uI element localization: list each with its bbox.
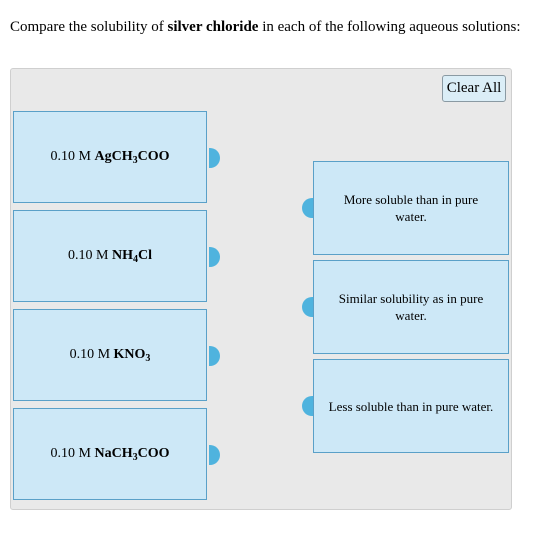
item-potassium-nitrate[interactable]: 0.10 M KNO3 (13, 309, 207, 401)
target-label: More soluble than in pure water. (343, 192, 479, 224)
formula-part: NaCH (94, 446, 133, 461)
formula-subscript: 3 (132, 452, 138, 463)
target-more-soluble[interactable]: More soluble than in pure water. (313, 161, 509, 255)
item-formula: AgCH3COO (94, 149, 170, 166)
item-ammonium-chloride[interactable]: 0.10 M NH4Cl (13, 210, 207, 302)
formula-part: COO (137, 446, 170, 461)
target-label: Less soluble than in pure water. (328, 398, 494, 414)
item-concentration: 0.10 M (50, 446, 95, 461)
question-text: Compare the solubility of silver chlorid… (10, 17, 521, 37)
question-prefix: Compare the solubility of (10, 19, 168, 35)
item-sodium-acetate[interactable]: 0.10 M NaCH3COO (13, 408, 207, 500)
formula-part: KNO (113, 347, 146, 362)
formula-part: Cl (137, 248, 152, 263)
target-similar-solubility[interactable]: Similar solubility as in pure water. (313, 260, 509, 354)
item-label: 0.10 M AgCH3COO (50, 149, 170, 166)
item-formula: NH4Cl (111, 248, 152, 265)
target-label: Similar solubility as in pure water. (338, 291, 484, 323)
target-less-soluble[interactable]: Less soluble than in pure water. (313, 359, 509, 453)
item-connector-dot[interactable] (209, 148, 220, 168)
target-connector-dot[interactable] (302, 198, 313, 218)
question-emphasis: silver chloride (167, 19, 259, 35)
item-connector-dot[interactable] (209, 445, 220, 465)
item-silver-acetate[interactable]: 0.10 M AgCH3COO (13, 111, 207, 203)
item-concentration: 0.10 M (50, 149, 95, 164)
target-connector-dot[interactable] (302, 297, 313, 317)
question-suffix: in each of the following aqueous solutio… (258, 19, 521, 35)
item-concentration: 0.10 M (69, 347, 114, 362)
item-label: 0.10 M NaCH3COO (50, 446, 170, 463)
item-formula: NaCH3COO (94, 446, 170, 463)
formula-part: AgCH (94, 149, 133, 164)
item-formula: KNO3 (113, 347, 151, 364)
item-connector-dot[interactable] (209, 346, 220, 366)
formula-subscript: 3 (145, 353, 151, 364)
item-concentration: 0.10 M (68, 248, 112, 263)
target-connector-dot[interactable] (302, 396, 313, 416)
item-label: 0.10 M KNO3 (69, 347, 151, 364)
formula-subscript: 4 (132, 254, 138, 265)
item-label: 0.10 M NH4Cl (68, 248, 152, 265)
formula-part: NH (111, 248, 133, 263)
formula-part: COO (137, 149, 170, 164)
formula-subscript: 3 (132, 155, 138, 166)
clear-all-button[interactable]: Clear All (442, 75, 506, 102)
item-connector-dot[interactable] (209, 247, 220, 267)
